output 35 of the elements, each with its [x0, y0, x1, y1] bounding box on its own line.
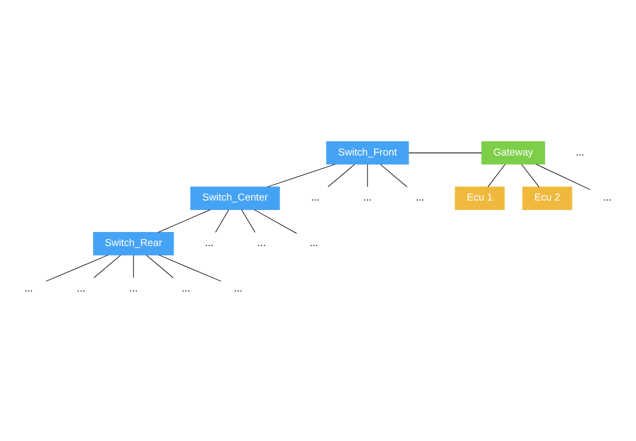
- node-box: Switch_Rear: [93, 232, 174, 255]
- connector: [521, 164, 540, 187]
- connector: [241, 209, 256, 232]
- connector: [94, 254, 121, 278]
- connector: [380, 164, 408, 187]
- connector: [158, 254, 222, 282]
- node-text: ...: [363, 192, 372, 204]
- connector: [408, 152, 482, 153]
- node-box: Ecu 2: [522, 186, 572, 210]
- node-box: Gateway: [481, 140, 546, 164]
- node-text: ...: [416, 192, 424, 204]
- connector: [46, 254, 108, 282]
- node-text: ...: [76, 283, 86, 294]
- node-text: ...: [24, 283, 33, 294]
- connector: [146, 254, 174, 278]
- connector: [328, 164, 355, 187]
- node-text: ...: [257, 238, 266, 249]
- node-text: ...: [234, 283, 242, 294]
- connector: [158, 208, 211, 232]
- node-text: ...: [182, 283, 190, 294]
- connector: [215, 209, 229, 232]
- node-text: ...: [204, 238, 214, 249]
- connector: [536, 164, 590, 190]
- node-box: Switch_Center: [190, 186, 280, 210]
- node-text: ...: [310, 238, 318, 249]
- label: ...: [576, 146, 584, 158]
- node-text: ...: [129, 283, 138, 294]
- node-text: ...: [310, 192, 320, 204]
- connector: [254, 208, 297, 234]
- connector: [267, 163, 336, 187]
- node-box: Switch_Front: [326, 140, 409, 164]
- node-box: Ecu 1: [454, 186, 505, 210]
- connector: [488, 164, 506, 187]
- connector: [367, 164, 368, 187]
- node-text: ...: [603, 192, 612, 204]
